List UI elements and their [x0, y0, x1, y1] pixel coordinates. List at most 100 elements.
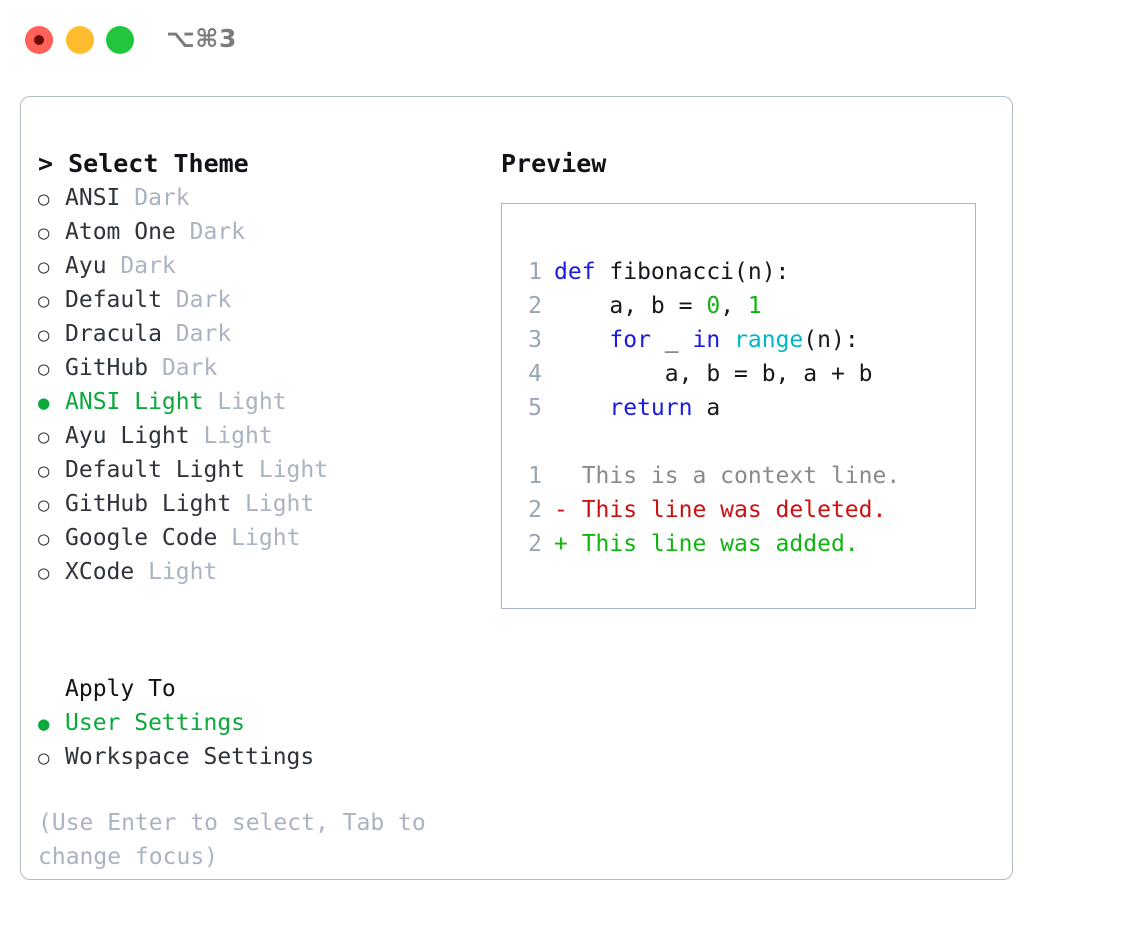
theme-option-google-code[interactable]: ○ Google Code Light — [38, 521, 478, 555]
code-token: This is a context line. — [554, 463, 901, 489]
line-number: 3 — [528, 327, 542, 353]
theme-variant-badge: Dark — [148, 355, 218, 381]
theme-variant-badge: Dark — [120, 185, 190, 211]
apply-to-radio-group[interactable]: ●User Settings○Workspace Settings — [38, 706, 478, 774]
window-minimize-button[interactable] — [66, 26, 94, 54]
theme-option-label: Ayu — [65, 253, 107, 279]
code-token: return — [609, 395, 693, 421]
window-titlebar: ⌥⌘3 — [0, 0, 1140, 78]
code-token: (n): — [803, 327, 859, 353]
theme-option-label: ANSI Light — [65, 389, 204, 415]
line-number: 2 — [528, 531, 542, 557]
code-line-text: - This line was deleted. — [554, 493, 886, 527]
code-token: for — [609, 327, 651, 353]
code-token: _ — [650, 327, 693, 353]
code-line: 3 for _ in range(n): — [514, 323, 964, 357]
theme-selector-dialog: > Select Theme ○ANSI Dark○Atom One Dark○… — [20, 96, 1013, 880]
theme-option-label: Atom One — [65, 219, 176, 245]
apply-to-option-workspace-settings[interactable]: ○Workspace Settings — [38, 740, 478, 774]
theme-list-panel: > Select Theme ○ANSI Dark○Atom One Dark○… — [38, 147, 478, 589]
code-token: a, b = — [554, 293, 707, 319]
radio-unselected-icon[interactable]: ○ — [38, 426, 50, 448]
line-number: 4 — [528, 361, 542, 387]
code-token: range — [734, 327, 804, 353]
line-number: 2 — [528, 293, 542, 319]
theme-option-xcode[interactable]: ○ XCode Light — [38, 555, 478, 589]
line-number: 1 — [528, 259, 542, 285]
theme-variant-badge: Light — [203, 389, 287, 415]
radio-selected-icon[interactable]: ● — [38, 392, 50, 414]
radio-unselected-icon[interactable]: ○ — [38, 256, 50, 278]
code-token — [720, 327, 734, 353]
apply-to-option-user-settings[interactable]: ●User Settings — [38, 706, 478, 740]
theme-option-label: GitHub — [65, 355, 149, 381]
theme-variant-badge: Light — [189, 423, 273, 449]
code-line-text: return a — [554, 391, 720, 425]
theme-option-ayu[interactable]: ○Ayu Dark — [38, 249, 478, 283]
theme-variant-badge: Dark — [175, 219, 246, 245]
radio-unselected-icon[interactable]: ○ — [38, 324, 50, 346]
code-token: - This line was deleted. — [554, 497, 887, 523]
code-line: 1 def fibonacci(n): — [514, 255, 964, 289]
code-line-text: This is a context line. — [554, 459, 901, 493]
theme-option-label: Dracula — [65, 321, 162, 347]
theme-variant-badge: Light — [217, 525, 301, 551]
line-number: 5 — [528, 395, 542, 421]
code-line-text: a, b = 0, 1 — [554, 289, 762, 323]
radio-unselected-icon[interactable]: ○ — [38, 562, 50, 584]
theme-option-dracula[interactable]: ○Dracula Dark — [38, 317, 478, 351]
radio-unselected-icon[interactable]: ○ — [38, 188, 50, 210]
theme-variant-badge: Light — [231, 491, 315, 517]
theme-option-github-light[interactable]: ○ GitHub Light Light — [38, 487, 478, 521]
apply-to-panel: Apply To ●User Settings○Workspace Settin… — [38, 672, 478, 774]
code-token: def — [554, 259, 610, 285]
keyboard-hint-text: (Use Enter to select, Tab to change focu… — [38, 810, 426, 870]
radio-unselected-icon[interactable]: ○ — [38, 528, 50, 550]
theme-option-label: XCode — [65, 559, 135, 585]
code-token: a — [692, 395, 721, 421]
code-line: 5 return a — [514, 391, 964, 425]
theme-option-label: Default — [65, 287, 162, 313]
radio-unselected-icon[interactable]: ○ — [38, 290, 50, 312]
theme-option-label: Default Light — [65, 457, 246, 483]
theme-variant-badge: Dark — [161, 287, 232, 313]
theme-list[interactable]: ○ANSI Dark○Atom One Dark○Ayu Dark○Defaul… — [38, 181, 478, 589]
radio-unselected-icon[interactable]: ○ — [38, 222, 50, 244]
code-token: , — [720, 293, 748, 319]
theme-option-label: Google Code — [65, 525, 218, 551]
code-token: + This line was added. — [554, 531, 859, 557]
theme-option-default[interactable]: ○ Default Dark — [38, 283, 478, 317]
window-zoom-button[interactable] — [106, 26, 134, 54]
theme-list-header: > Select Theme — [38, 149, 249, 178]
theme-option-github[interactable]: ○ GitHub Dark — [38, 351, 478, 385]
theme-option-ayu-light[interactable]: ○ Ayu Light Light — [38, 419, 478, 453]
diff-line: 2 - This line was deleted. — [514, 493, 964, 527]
theme-option-default-light[interactable]: ○ Default Light Light — [38, 453, 478, 487]
line-number: 2 — [528, 497, 542, 523]
theme-option-label: GitHub Light — [65, 491, 232, 517]
keyboard-shortcut-label: ⌥⌘3 — [166, 24, 237, 53]
theme-option-ansi[interactable]: ○ANSI Dark — [38, 181, 478, 215]
code-line-text: a, b = b, a + b — [554, 357, 873, 391]
radio-selected-icon[interactable]: ● — [38, 713, 50, 735]
theme-option-ansi-light[interactable]: ● ANSI Light Light — [38, 385, 478, 419]
window-close-button[interactable] — [25, 26, 53, 54]
theme-option-atom-one[interactable]: ○ Atom One Dark — [38, 215, 478, 249]
radio-unselected-icon[interactable]: ○ — [38, 747, 50, 769]
code-line: 2 a, b = 0, 1 — [514, 289, 964, 323]
diff-line: 1 This is a context line. — [514, 459, 964, 493]
code-token: fibonacci(n): — [609, 259, 790, 285]
theme-variant-badge: Light — [245, 457, 329, 483]
code-token: 1 — [747, 293, 762, 319]
theme-variant-badge: Light — [134, 559, 218, 585]
code-token — [554, 327, 609, 353]
theme-option-label: Ayu Light — [65, 423, 190, 449]
code-line: 4 a, b = b, a + b — [514, 357, 964, 391]
code-line-text: + This line was added. — [554, 527, 859, 561]
code-line-text: for _ in range(n): — [554, 323, 859, 357]
radio-unselected-icon[interactable]: ○ — [38, 460, 50, 482]
radio-unselected-icon[interactable]: ○ — [38, 494, 50, 516]
radio-unselected-icon[interactable]: ○ — [38, 358, 50, 380]
